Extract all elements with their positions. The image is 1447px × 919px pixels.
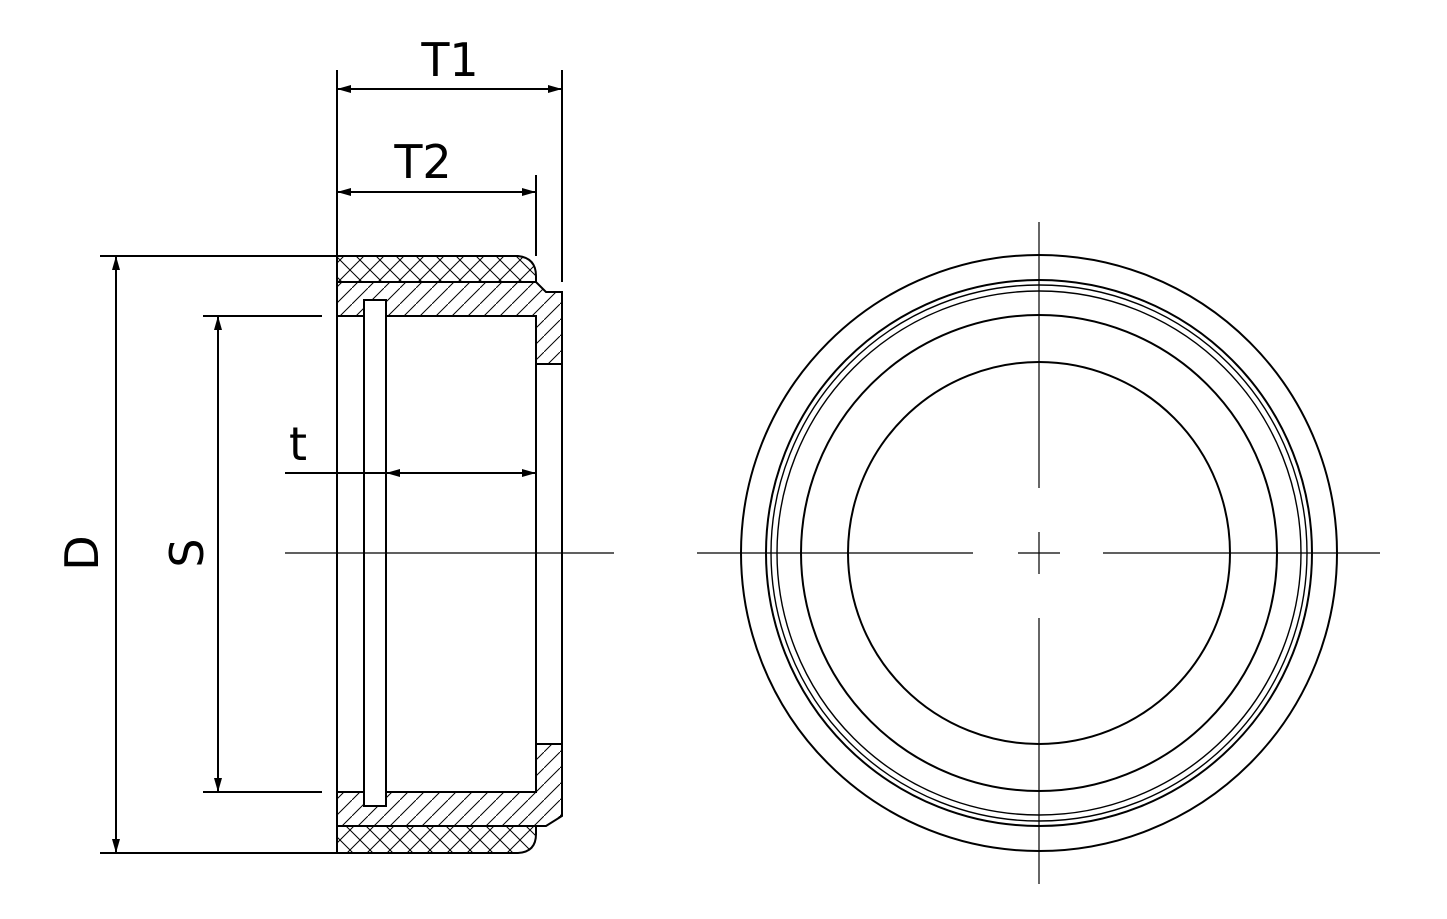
front-view <box>697 222 1380 884</box>
front-center-lines <box>697 222 1380 884</box>
t1-label: T1 <box>420 33 478 87</box>
t2-label: T2 <box>393 135 451 189</box>
knurled-band-top <box>336 255 537 283</box>
knurled-band-bottom <box>336 825 537 854</box>
dimensions <box>100 70 563 854</box>
section-view <box>285 255 614 854</box>
t-label: t <box>289 417 307 471</box>
d-label: D <box>55 535 109 570</box>
s-label: S <box>160 538 214 567</box>
